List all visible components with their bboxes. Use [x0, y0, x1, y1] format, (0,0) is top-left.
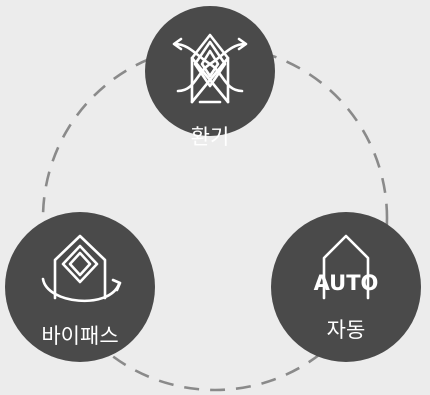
- ventilation-mode[interactable]: 환기: [145, 6, 275, 149]
- auto-mode[interactable]: AUTO 자동: [271, 212, 421, 362]
- bypass-mode-label: 바이패스: [41, 324, 119, 348]
- bypass-mode[interactable]: 바이패스: [5, 212, 155, 362]
- auto-icon-text: AUTO: [313, 271, 379, 295]
- ventilation-mode-label: 환기: [190, 125, 230, 149]
- auto-mode-label: 자동: [326, 318, 366, 342]
